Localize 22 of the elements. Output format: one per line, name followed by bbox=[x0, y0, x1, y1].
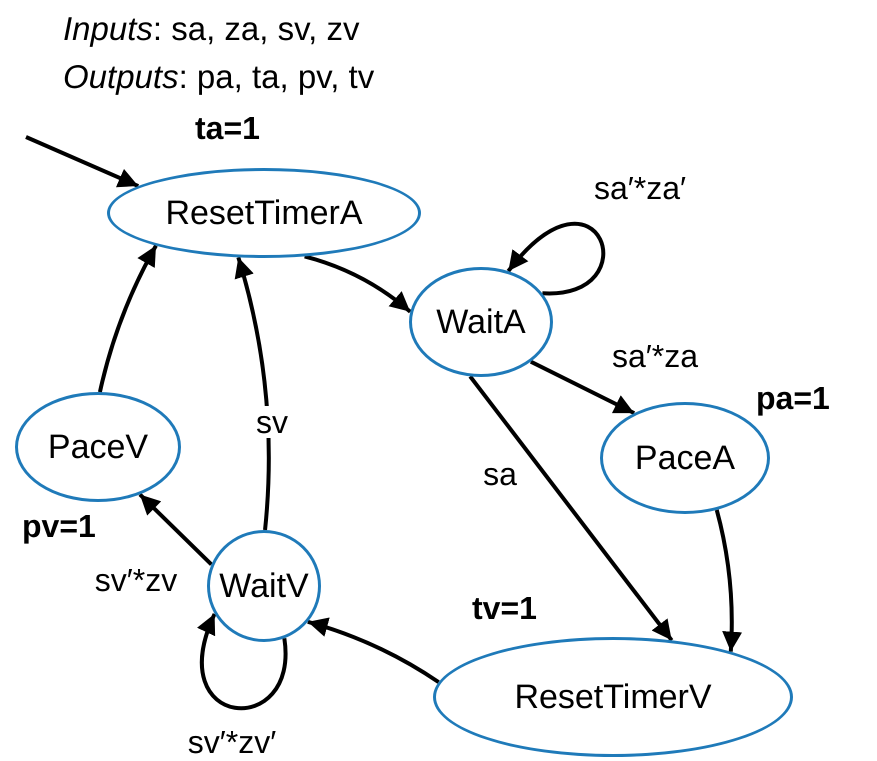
io-declaration: Outputs: pa, ta, pv, tv bbox=[63, 60, 374, 93]
output-assignment: ta=1 bbox=[195, 112, 260, 144]
state-name: WaitA bbox=[436, 302, 526, 342]
state-name: WaitV bbox=[219, 566, 309, 606]
transition-arrow bbox=[307, 618, 440, 684]
transition-arrow bbox=[198, 613, 288, 710]
output-assignment: pa=1 bbox=[756, 382, 830, 414]
transition-arrow bbox=[98, 244, 158, 392]
state-name: PaceV bbox=[48, 428, 148, 466]
state-name: PaceA bbox=[634, 438, 736, 478]
transition-arrow bbox=[25, 135, 140, 188]
edge-label: sv bbox=[254, 406, 290, 438]
output-assignment: pv=1 bbox=[22, 510, 96, 542]
transition-arrow bbox=[138, 493, 213, 566]
transition-arrow bbox=[234, 256, 271, 530]
state-name: ResetTimerV bbox=[514, 678, 712, 716]
state-name: ResetTimerA bbox=[165, 194, 363, 232]
transition-arrow bbox=[530, 360, 636, 415]
output-assignment: tv=1 bbox=[472, 592, 537, 624]
io-declaration: Inputs: sa, za, sv, zv bbox=[63, 12, 360, 45]
transition-arrow bbox=[506, 222, 606, 296]
transition-arrow bbox=[714, 509, 742, 652]
